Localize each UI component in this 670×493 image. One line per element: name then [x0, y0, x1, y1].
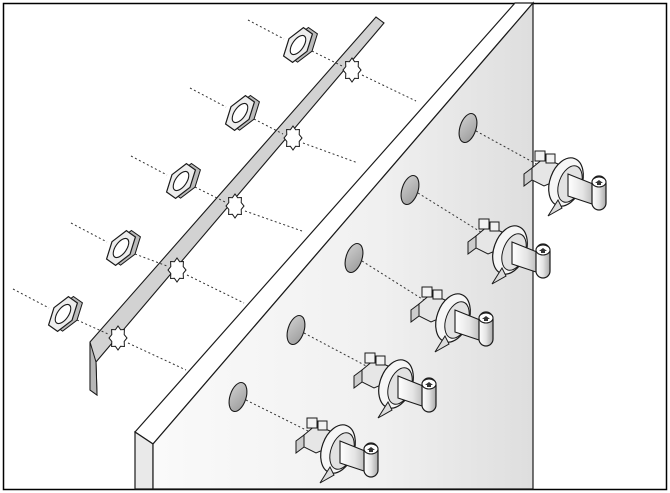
- rotary-switches: [295, 150, 607, 484]
- leader-lines: [12, 19, 541, 434]
- switch-terminal-pin: [534, 150, 546, 162]
- switch-key-tab: [377, 400, 393, 419]
- rotary-switch-icon: [353, 352, 437, 419]
- switch-terminal-pin: [421, 286, 433, 298]
- switch-terminal-pin: [317, 420, 328, 431]
- leader-line: [245, 399, 313, 434]
- hex-nut-icon: [165, 162, 202, 200]
- leader-line: [127, 342, 187, 371]
- rotary-switch-icon: [467, 218, 551, 285]
- switch-terminal-pin: [306, 417, 318, 429]
- leader-line: [12, 288, 50, 309]
- panel-hole: [344, 242, 364, 274]
- switch-arrow-icon: [482, 316, 490, 321]
- hex-nut-bore: [289, 34, 307, 56]
- hex-nuts: [47, 26, 319, 333]
- switch-arrow-icon: [539, 248, 547, 253]
- hex-nut-bore: [172, 170, 190, 192]
- strip-cutout: [342, 57, 362, 83]
- strip-cutout: [283, 125, 303, 151]
- leader-line: [475, 130, 541, 167]
- leader-line: [134, 253, 168, 267]
- switch-terminal-pin: [364, 352, 376, 364]
- leader-line: [189, 87, 227, 108]
- switch-terminal-pin: [489, 221, 500, 232]
- switch-terminal-pin: [545, 153, 556, 164]
- leader-line: [311, 50, 343, 67]
- switch-arrow-icon: [425, 382, 433, 387]
- mounting-panel: [134, 1, 535, 490]
- switch-arrow-icon: [367, 447, 375, 452]
- leader-line: [302, 142, 359, 164]
- strip-cutout: [225, 193, 245, 219]
- leader-line: [361, 74, 417, 102]
- switch-key-tab: [547, 198, 563, 217]
- leader-line: [186, 274, 245, 304]
- panel-hole: [458, 112, 478, 144]
- strip-cutout: [167, 257, 187, 283]
- hex-nut-icon: [224, 94, 261, 132]
- switch-terminal-pin: [432, 289, 443, 300]
- switch-key-tab: [491, 266, 507, 285]
- leader-line: [247, 19, 285, 40]
- switch-key-tab: [434, 334, 450, 353]
- panel-holes: [228, 112, 478, 413]
- panel-face: [152, 1, 534, 490]
- leader-line: [303, 332, 371, 369]
- switch-terminal-pin: [478, 218, 490, 230]
- switch-key-tab: [319, 465, 335, 484]
- strip-cutout: [108, 325, 128, 351]
- switch-terminal-tab: [353, 369, 363, 389]
- hex-nut-bore: [112, 237, 130, 259]
- hex-nut-bore: [54, 303, 72, 325]
- hex-nut-icon: [282, 26, 319, 64]
- hex-nut-icon: [47, 295, 84, 333]
- panel-hole: [400, 174, 420, 206]
- rotary-switch-icon: [523, 150, 607, 217]
- leader-line: [76, 319, 109, 335]
- switch-terminal-tab: [467, 235, 477, 255]
- hex-nut-icon: [105, 229, 142, 267]
- switch-terminal-tab: [295, 434, 305, 454]
- panel-hole: [286, 314, 306, 346]
- rotary-switch-icon: [295, 417, 379, 484]
- switch-terminal-tab: [523, 167, 533, 187]
- switch-arrow-icon: [595, 180, 603, 185]
- rotary-switch-icon: [410, 286, 494, 353]
- leader-line: [130, 155, 168, 176]
- leader-line: [194, 186, 226, 203]
- switch-terminal-pin: [375, 355, 386, 366]
- leader-line: [417, 192, 485, 235]
- mounting-strip: [89, 16, 385, 397]
- leader-line: [70, 222, 108, 243]
- strip-lip: [89, 341, 98, 396]
- leader-line: [244, 210, 303, 232]
- leader-line: [253, 118, 284, 135]
- switch-terminal-tab: [410, 303, 420, 323]
- leader-line: [361, 260, 428, 303]
- panel-hole: [228, 381, 248, 413]
- strip-cutouts: [108, 57, 362, 351]
